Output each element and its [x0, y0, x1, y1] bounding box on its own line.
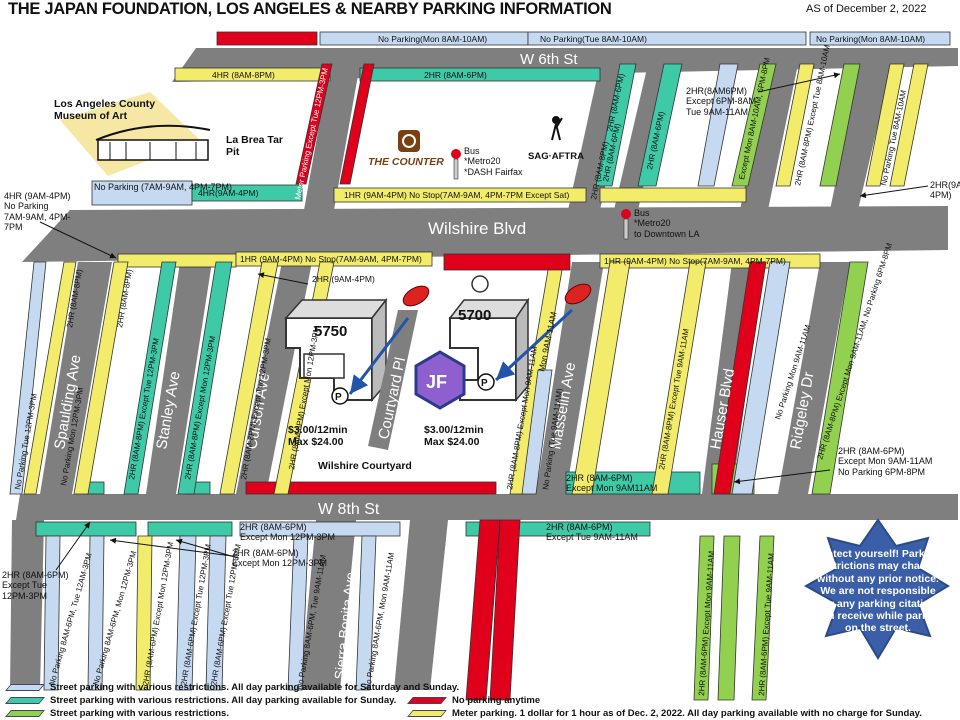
lbl-wil-n3: 1HR (9AM-4PM) No Stop(7AM-9AM, 4PM-7PM E… — [344, 190, 569, 200]
car-icon — [402, 283, 592, 307]
lbl-e-2hr: 2HR (8AM-6PM) Except Mon 9AM-11AM No Par… — [838, 446, 933, 477]
legend-red: No parking anytime — [407, 695, 541, 706]
parking-strips — [9, 31, 951, 701]
page-title: THE JAPAN FOUNDATION, LOS ANGELES & NEAR… — [8, 0, 612, 18]
street-wilshire: Wilshire Blvd — [428, 219, 526, 238]
lbl-8th-c: 2HR (8AM-6PM) Except Mon 9AM11AM — [566, 473, 658, 494]
legend-green-y-text: Street parking with various restrictions… — [50, 695, 397, 706]
courtyard-road — [368, 310, 418, 450]
lbl-left-4hr: 4HR (9AM-4PM) No Parking 7AM-9AM, 4PM- 7… — [4, 191, 71, 233]
lbl-wil-s2: 2HR (9AM-4PM) — [312, 274, 375, 284]
lbl-6th-a: No Parking(Mon 8AM-10AM) — [378, 34, 487, 44]
legend-yellow: Meter parking. 1 dollar for 1 hour as of… — [407, 708, 922, 719]
sag-aftra-logo — [551, 116, 563, 141]
legend-blue-text: Street parking with various restrictions… — [50, 682, 460, 693]
tarpit-label: La Brea Tar Pit — [226, 134, 283, 159]
legend-swatch-green — [5, 710, 45, 717]
lbl-6th-b: No Parking(Tue 8AM-10AM) — [540, 34, 647, 44]
lbl-6th-c: No Parking(Mon 8AM-10AM) — [816, 34, 925, 44]
counter-logo — [398, 130, 420, 152]
legend-green-y: Street parking with various restrictions… — [5, 695, 397, 706]
museum-icon — [60, 92, 211, 176]
as-of-date: AS of December 2, 2022 — [806, 3, 927, 15]
b5700-label: 5700 — [458, 307, 491, 324]
legend-swatch-blue — [5, 684, 45, 691]
lbl-8th-a: 2HR (8AM-6PM) Except Mon 12PM-3PM — [240, 522, 336, 543]
lbl-ne-2hr: 2HR(8AM6PM) Except 6PM-8AM Tue 9AM-11AM — [686, 86, 757, 117]
arrow-to-p-5700 — [494, 308, 574, 382]
p-label-1: P — [335, 392, 342, 403]
label-arrows — [39, 72, 929, 571]
cafe-logo-icon — [471, 275, 489, 293]
wilshire-courtyard-label: Wilshire Courtyard — [318, 460, 412, 472]
lacma-label: Los Angeles County Museum of Art — [54, 98, 156, 123]
street-w8th: W 8th St — [318, 501, 380, 518]
street-w6th: W 6th St — [520, 51, 578, 68]
lbl-wil-s1: 1HR (9AM-4PM) No Stop(7AM-9AM, 4PM-7PM) — [240, 254, 422, 264]
notice-badge — [803, 518, 950, 660]
legend-yellow-text: Meter parking. 1 dollar for 1 hour as of… — [452, 708, 922, 719]
bus-stop-2-label: Bus *Metro20 to Downtown LA — [634, 208, 700, 239]
legend-swatch-yellow — [407, 710, 447, 717]
legend-swatch-teal — [5, 697, 45, 704]
p-label-2: P — [481, 378, 488, 389]
building-labels: 5750 5700 JF P P — [314, 307, 491, 403]
legend-green: Street parking with various restrictions… — [5, 708, 229, 719]
parking-p-icon — [331, 373, 495, 405]
legend-swatch-red — [407, 697, 447, 704]
lbl-wil-n1: No Parking (7AM-9AM, 4PM-7PM) — [94, 182, 233, 192]
lbl-s-2hr: 2HR (8AM-6PM) Except Mon 12PM-3PM — [232, 548, 328, 569]
legend-green-text: Street parking with various restrictions… — [50, 708, 229, 719]
bus-stop-1-label: Bus *Metro20 *DASH Fairfax — [464, 146, 523, 177]
jf-label: JF — [426, 372, 447, 392]
arrow-to-p-5750 — [348, 317, 410, 395]
lbl-wil-n2: 4HR(9AM-4PM) — [198, 188, 259, 198]
rate-5750: $3.00/12min Max $24.00 — [288, 424, 348, 449]
japan-foundation-marker — [414, 350, 466, 410]
lbl-right-2hr: 2HR(9AM- 4PM) — [930, 180, 960, 201]
legend-red-text: No parking anytime — [452, 695, 541, 706]
lbl-8th-b: 2HR (8AM-6PM) Except Tue 9AM-11AM — [546, 522, 638, 543]
b5750-label: 5750 — [314, 323, 347, 340]
lbl-sw-2hr: 2HR (8AM-6PM) Except Tue 12PM-3PM — [2, 570, 69, 601]
notice-text: Protect yourself! Parking restrictions m… — [815, 548, 941, 635]
legend-blue: Street parking with various restrictions… — [5, 682, 460, 693]
bus-stop-icon — [451, 149, 631, 240]
sag-label: SAG·AFTRA — [528, 151, 584, 162]
lbl-6th-d: 4HR (8AM-8PM) — [212, 70, 275, 80]
lbl-wil-s3: 1HR (9AM-4PM) No Stop(7AM-9AM, 4PM-7PM) — [604, 256, 786, 266]
rate-5700: $3.00/12min Max $24.00 — [424, 424, 484, 449]
lbl-6th-e: 2HR (8AM-6PM) — [424, 70, 487, 80]
counter-label: THE COUNTER — [368, 156, 444, 168]
